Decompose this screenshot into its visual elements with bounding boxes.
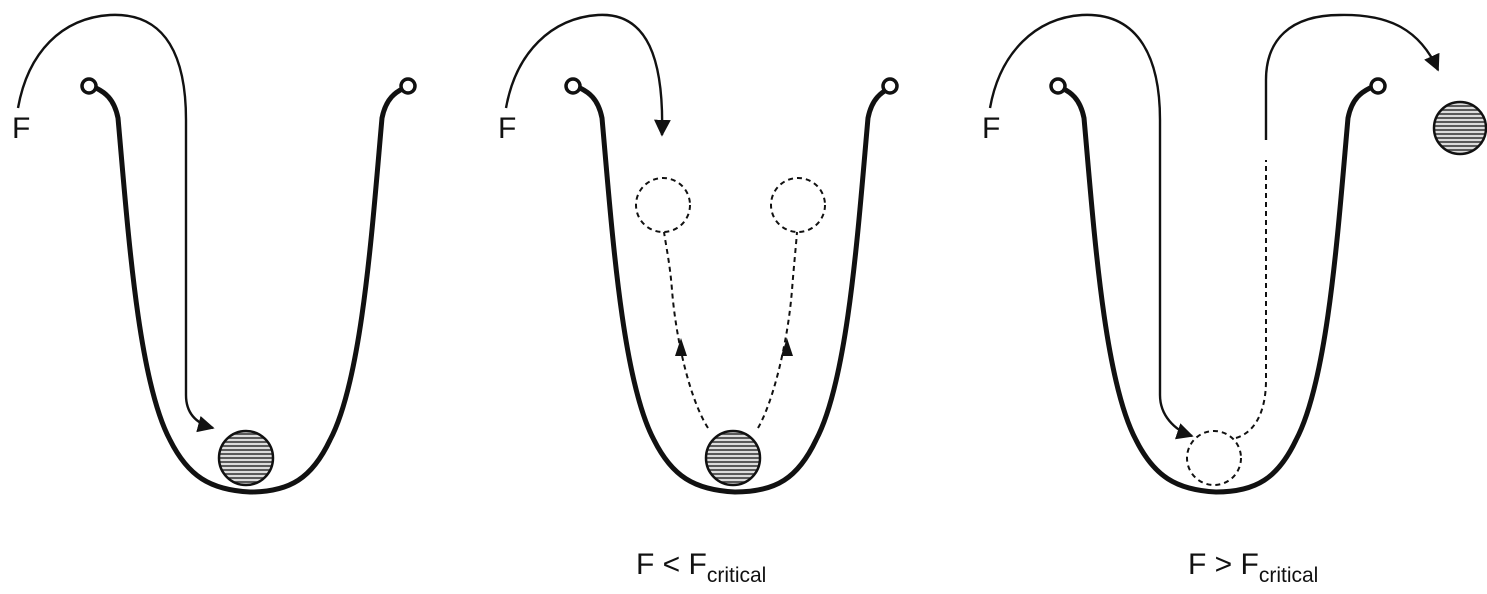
excursion-path-right (758, 232, 797, 428)
ball (219, 431, 273, 485)
displaced-ball-right (771, 178, 825, 232)
left-rim-pin (82, 79, 96, 93)
excursion-path-left (664, 232, 708, 428)
vacated-ball-position (1187, 431, 1241, 485)
panel-1: F (12, 15, 415, 492)
panel-2: F F < Fcritical (498, 15, 897, 587)
up-arrow-left (675, 338, 687, 356)
force-arrow-3a (990, 15, 1192, 436)
right-rim-pin (401, 79, 415, 93)
force-label-1: F (12, 112, 30, 145)
escape-path (1236, 160, 1266, 438)
escaped-ball (1434, 102, 1486, 154)
caption-3: F > Fcritical (1188, 548, 1318, 587)
force-arrow-3b (1266, 15, 1438, 140)
left-rim-pin (566, 79, 580, 93)
force-arrow-1 (18, 15, 213, 428)
caption-2-subscript: critical (707, 564, 767, 587)
force-arrow-2 (506, 15, 662, 135)
ball (706, 431, 760, 485)
force-label-3: F (982, 112, 1000, 145)
right-rim-pin (1371, 79, 1385, 93)
caption-2-main: F < F (636, 548, 707, 581)
displaced-ball-left (636, 178, 690, 232)
right-rim-pin (883, 79, 897, 93)
caption-3-main: F > F (1188, 548, 1259, 581)
up-arrow-right (781, 338, 793, 356)
caption-2: F < Fcritical (636, 548, 766, 587)
panel-3: F F > Fcritical (982, 15, 1486, 587)
force-label-2: F (498, 112, 516, 145)
caption-3-subscript: critical (1259, 564, 1319, 587)
left-rim-pin (1051, 79, 1065, 93)
